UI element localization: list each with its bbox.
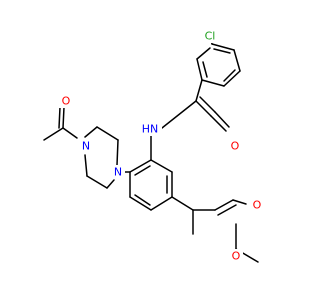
ester-carbonyl-oxygen-label: O <box>253 199 262 212</box>
bond <box>223 69 236 82</box>
bond <box>84 126 98 138</box>
bond <box>134 165 151 176</box>
label-backdrop <box>111 165 125 179</box>
bond <box>86 175 108 189</box>
label-backdrop <box>59 94 73 108</box>
bond <box>62 106 65 129</box>
bond <box>233 49 241 72</box>
molecule-structure: Cl HN O O N N O O <box>43 29 264 263</box>
bond <box>214 111 230 128</box>
piperazine-n4-label: N <box>114 166 122 179</box>
amide-nh-label: HN <box>142 123 159 136</box>
bond <box>210 115 227 132</box>
bond <box>195 79 203 102</box>
bond <box>43 127 64 141</box>
bond <box>217 204 237 216</box>
label-backdrop <box>200 29 220 43</box>
label-backdrop <box>79 139 93 153</box>
piperazine-n1-label: N <box>82 140 90 153</box>
amide-oxygen-label: O <box>231 140 240 153</box>
label-backdrop <box>250 198 264 212</box>
bond <box>214 199 234 211</box>
bond <box>129 196 152 211</box>
chlorine-atom-label: Cl <box>205 30 216 43</box>
bond <box>201 79 225 87</box>
bond <box>84 154 88 177</box>
bond <box>106 179 115 189</box>
bond <box>150 196 173 211</box>
bond <box>211 43 235 51</box>
bond <box>129 159 152 173</box>
bond <box>171 196 194 211</box>
bond <box>150 159 173 173</box>
ester-methoxy-oxygen-label: O <box>232 250 241 263</box>
acetyl-oxygen-label: O <box>62 95 71 108</box>
bond <box>58 106 61 129</box>
bond <box>161 100 197 129</box>
bond <box>213 48 231 54</box>
label-backdrop <box>228 139 242 153</box>
bond <box>232 199 247 205</box>
bond <box>116 139 119 166</box>
bond <box>96 126 119 141</box>
label-backdrop <box>138 122 162 136</box>
bond-layer <box>43 35 259 263</box>
bond <box>62 127 78 139</box>
bond <box>196 47 211 60</box>
atom-label-layer: Cl HN O O N N O O <box>59 29 264 263</box>
bond <box>195 100 212 117</box>
bond <box>223 70 241 87</box>
label-backdrop <box>229 249 243 263</box>
bond <box>199 96 216 113</box>
bond <box>196 58 203 81</box>
bond <box>202 61 208 78</box>
bond <box>134 194 151 206</box>
